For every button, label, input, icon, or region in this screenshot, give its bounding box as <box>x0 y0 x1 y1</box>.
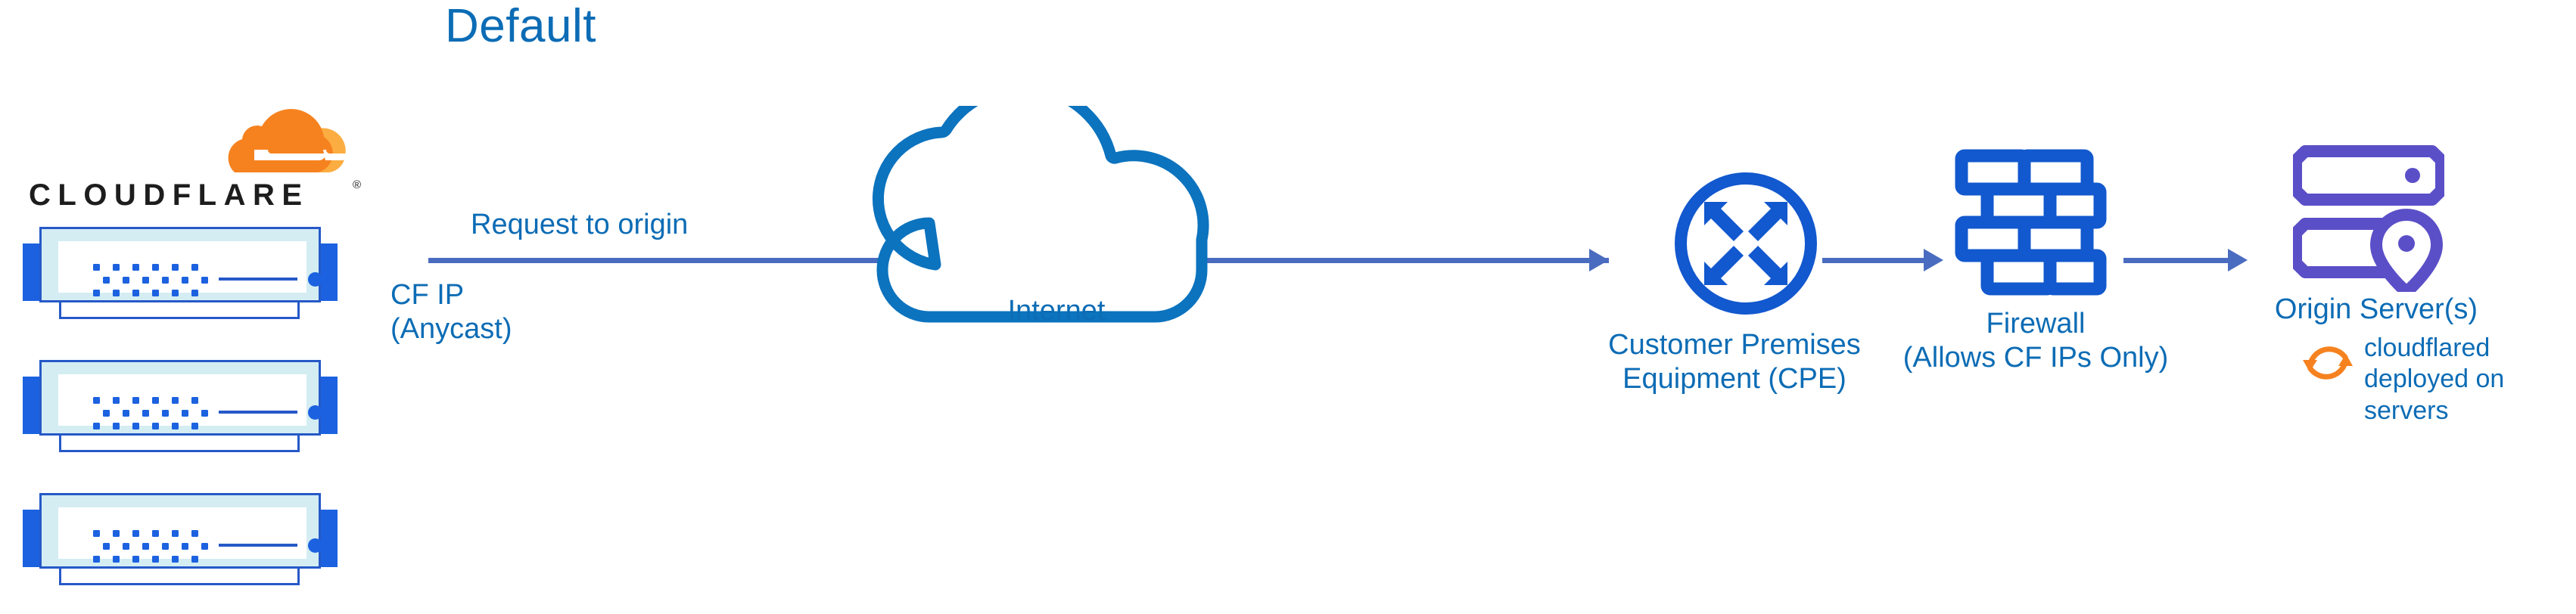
arrow-firewall-to-origin-line <box>2123 258 2229 263</box>
server-status-bar <box>219 278 297 281</box>
registered-trademark-icon: ® <box>353 178 362 191</box>
server-ear-right <box>318 243 338 301</box>
server-ear-left <box>23 377 42 434</box>
server-ear-left <box>23 510 42 567</box>
firewall-label-line-2: (Allows CF IPs Only) <box>1902 341 2169 374</box>
server-vent-grid-icon <box>93 530 208 563</box>
server-base <box>59 436 300 452</box>
cpe-label-line-2: Equipment (CPE) <box>1622 362 1846 395</box>
cloud-outline-icon <box>873 82 1209 323</box>
cloudflare-logo: CLOUDFLARE ® <box>29 106 362 219</box>
cloudflared-note-line-2: deployed on <box>2364 364 2505 394</box>
firewall-label: Firewall (Allows CF IPs Only) <box>1824 307 2248 375</box>
cf-ip-anycast-label: CF IP (Anycast) <box>390 278 512 346</box>
request-to-origin-label: Request to origin <box>471 209 689 240</box>
server-ear-right <box>318 510 338 567</box>
server-face <box>58 507 322 563</box>
server-ear-right <box>318 377 338 434</box>
server-led-icon <box>308 538 322 553</box>
server-base <box>59 569 300 585</box>
cpe-label: Customer Premises Equipment (CPE) <box>1583 328 1886 396</box>
server-rack-pin-icon <box>2290 141 2447 298</box>
cloudflared-note-line-3: servers <box>2364 395 2449 425</box>
internet-label: Internet <box>1007 295 1106 327</box>
server-ear-left <box>23 243 42 301</box>
server-vent-grid-icon <box>93 397 208 429</box>
arrow-firewall-to-origin-head <box>2228 249 2248 271</box>
cloudflare-wordmark: CLOUDFLARE <box>29 178 310 212</box>
firewall-node: Firewall (Allows CF IPs Only) <box>1903 148 2168 390</box>
server-shell <box>39 493 322 569</box>
server-status-bar <box>219 411 297 414</box>
server-shell <box>39 360 322 436</box>
cloudflare-cloud-icon <box>195 106 349 175</box>
cpe-label-line-1: Customer Premises <box>1608 329 1861 361</box>
server-shell <box>39 227 322 302</box>
server-led-icon <box>308 405 322 420</box>
brick-wall-icon <box>1952 148 2113 299</box>
page-title: Default <box>445 0 596 52</box>
sync-arrows-icon <box>2301 336 2355 390</box>
cpe-node: Customer Premises Equipment (CPE) <box>1608 168 1861 395</box>
server-status-bar <box>219 544 297 547</box>
cloudflared-note-line-1: cloudflared <box>2364 333 2490 362</box>
cloudflared-deployment-note: cloudflared deployed on servers <box>2364 333 2504 426</box>
arrow-cpe-to-firewall-line <box>1822 258 1925 263</box>
origin-server-node: Origin Server(s) cloudflared deployed on… <box>2275 141 2573 458</box>
server-face <box>58 374 322 429</box>
cf-ip-line-1: CF IP <box>390 279 465 311</box>
internet-cloud-node: Internet <box>822 82 1291 371</box>
router-four-arrows-icon <box>1670 168 1822 319</box>
cloudflare-server-1 <box>23 227 338 324</box>
server-base <box>59 302 300 319</box>
firewall-label-line-1: Firewall <box>1986 308 2086 340</box>
server-face <box>58 241 322 296</box>
origin-server-label: Origin Server(s) <box>2274 293 2478 325</box>
server-vent-grid-icon <box>93 264 208 296</box>
arrow-cf-to-cpe-head <box>1589 249 1609 271</box>
arrow-cpe-to-firewall-head <box>1924 249 1943 271</box>
cf-ip-line-2: (Anycast) <box>390 312 512 345</box>
server-led-icon <box>308 272 322 287</box>
cloudflare-server-3 <box>23 493 338 590</box>
cloudflare-server-2 <box>23 360 338 457</box>
